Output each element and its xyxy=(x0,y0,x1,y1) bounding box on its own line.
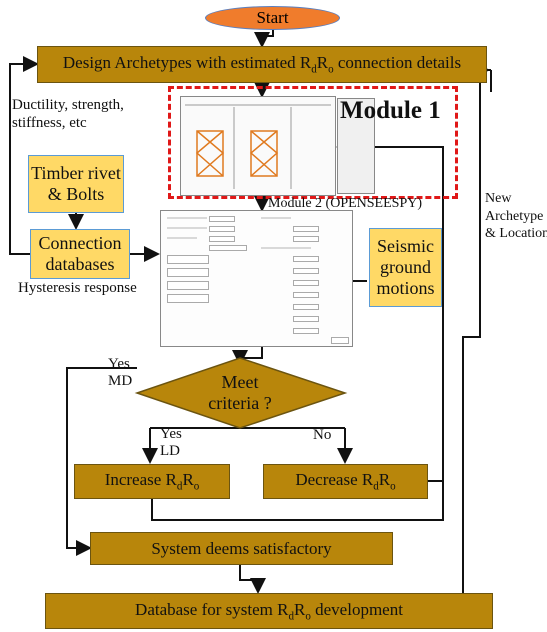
seismic-box: Seismic ground motions xyxy=(369,228,442,307)
arrow-start-design xyxy=(254,28,274,48)
hysteresis-label: Hysteresis response xyxy=(18,280,137,296)
arrow-increase-loop xyxy=(151,139,444,521)
yes-md-label: Yes MD xyxy=(108,356,133,390)
connection-databases-box: Connection databases xyxy=(30,229,130,279)
design-archetypes-label: Design Archetypes with estimated RdRo co… xyxy=(62,53,462,76)
feedback-left-label: Ductility, strength, stiffness, etc xyxy=(12,97,124,131)
increase-box: Increase RdRo xyxy=(74,464,230,499)
yes-ld-label: Yes LD xyxy=(160,426,182,460)
design-archetypes-box: Design Archetypes with estimated RdRo co… xyxy=(37,46,487,83)
module1-screenshot xyxy=(180,96,336,196)
satisfactory-box: System deems satisfactory xyxy=(90,532,393,565)
frame-drawing xyxy=(185,104,331,189)
database-final-box: Database for system RdRo development xyxy=(45,593,493,629)
decision-label: Meet criteria ? xyxy=(208,372,272,413)
module1-box xyxy=(168,86,458,199)
no-label: No xyxy=(313,427,332,443)
start-oval: Start xyxy=(205,6,340,30)
arrow-new-archetype xyxy=(462,69,493,612)
decision-diamond xyxy=(134,357,348,429)
new-archetype-label: New Archetype & Location xyxy=(485,191,547,241)
arrow-satisfactory-database xyxy=(239,565,266,594)
module1-panel xyxy=(337,98,375,194)
start-label: Start xyxy=(256,8,289,27)
module1-label: Module 1 xyxy=(340,97,441,124)
arrow-decision-yes-md xyxy=(66,367,137,556)
timber-rivet-box: Timber rivet & Bolts xyxy=(28,155,124,213)
decrease-box: Decrease RdRo xyxy=(263,464,428,499)
arrow-feedback-left xyxy=(9,56,39,255)
module2-screenshot xyxy=(160,210,353,347)
module2-label: Module 2 (OPENSEESPY) xyxy=(268,196,423,211)
